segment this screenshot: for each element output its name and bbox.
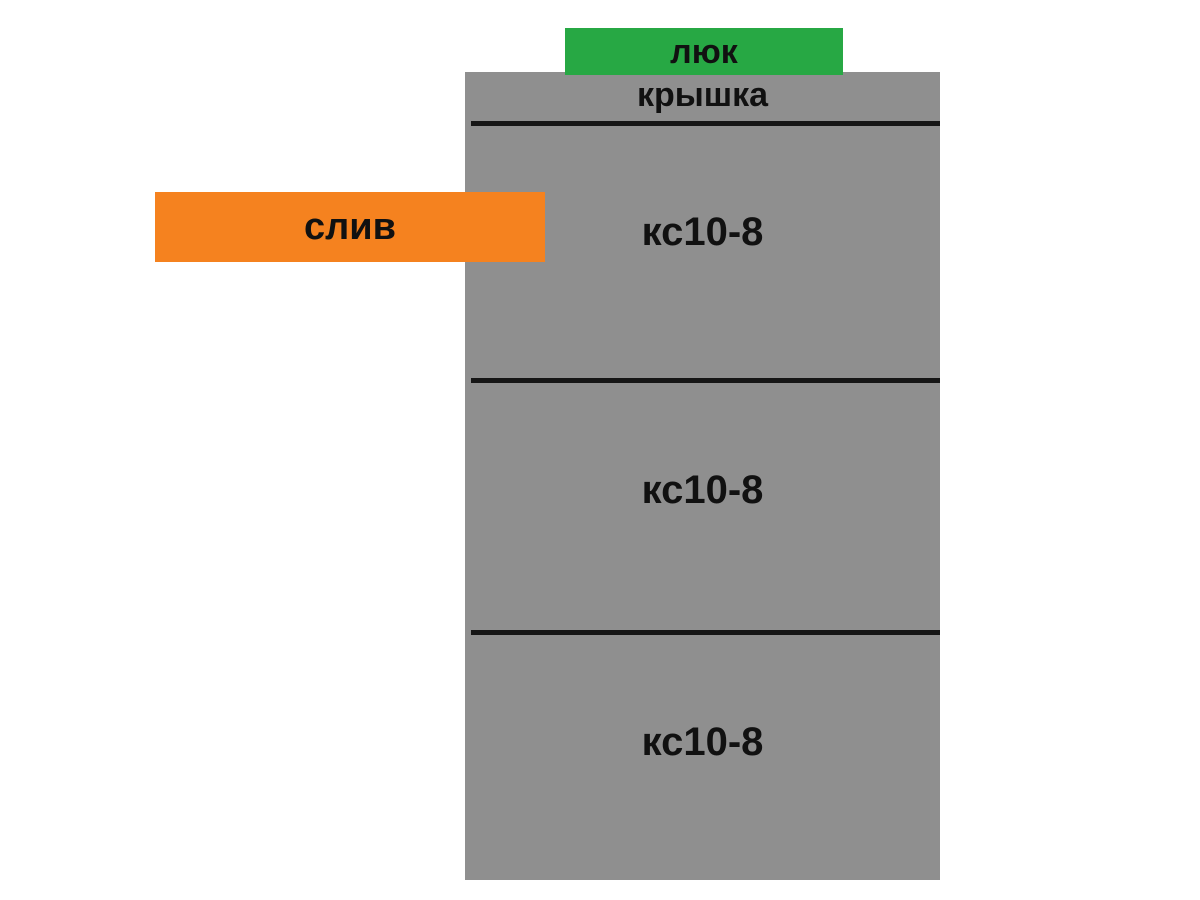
cover-label: крышка — [636, 76, 769, 114]
ring-label-2: кс10-8 — [641, 468, 764, 512]
manhole-hatch-label: люк — [670, 32, 738, 71]
divider-line-bottom — [471, 630, 940, 635]
ring-label-1: кс10-8 — [641, 210, 764, 254]
drain-pipe-rect: слив — [155, 192, 545, 262]
manhole-hatch-rect: люк — [565, 28, 843, 75]
drain-label: слив — [304, 206, 396, 248]
divider-line-top — [471, 121, 940, 126]
divider-line-middle — [471, 378, 940, 383]
ring-label-3: кс10-8 — [641, 720, 764, 764]
